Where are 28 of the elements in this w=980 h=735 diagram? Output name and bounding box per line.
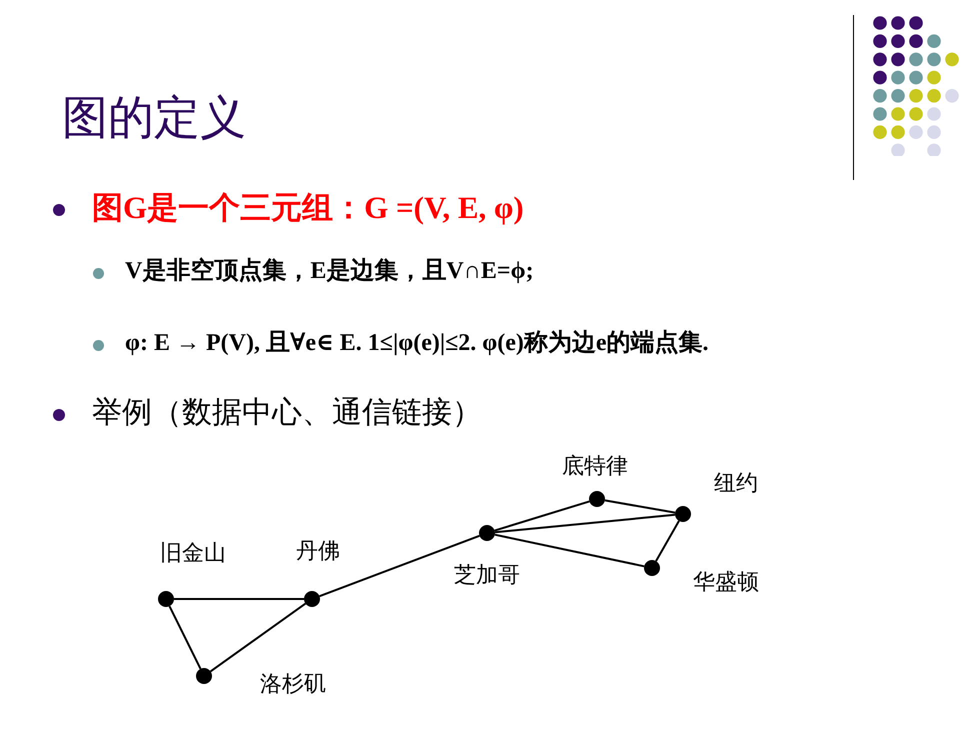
bullet-text: V是非空顶点集，E是边集，且V∩E=ϕ;	[125, 256, 534, 286]
vertex-dot	[196, 668, 212, 684]
vertex-dot	[589, 491, 605, 507]
vertex-dot	[644, 560, 660, 576]
edge-line	[494, 514, 676, 534]
bullet-text: 图G是一个三元组：G =(V, E, φ)	[92, 189, 524, 227]
vertex-dot	[158, 591, 174, 607]
vertex-dot	[304, 591, 320, 607]
vertex-label: 芝加哥	[454, 562, 520, 588]
edge-line	[655, 520, 680, 562]
vertex-label: 纽约	[714, 470, 758, 496]
vertex-dot	[479, 525, 495, 541]
vertex-label: 洛杉矶	[260, 670, 326, 698]
edge-line	[494, 534, 644, 568]
vertex-label: 旧金山	[160, 540, 226, 566]
vertex-dot	[675, 506, 691, 522]
vertex-label: 丹佛	[296, 538, 340, 564]
edge-line	[319, 534, 480, 598]
edge-line	[494, 500, 590, 532]
vertex-label: 底特律	[562, 452, 628, 480]
edge-line	[174, 598, 304, 600]
edge-line	[210, 602, 306, 672]
slide-title: 图的定义	[62, 90, 246, 146]
edge-line	[604, 499, 676, 514]
vertex-label: 华盛顿	[693, 568, 759, 596]
bullet-text: φ: E → P(V), 且∀e∈ E. 1≤|φ(e)|≤2. φ(e)称为边e的端点集.	[125, 328, 709, 358]
bullet-text: 举例（数据中心、通信链接）	[92, 395, 482, 431]
edge-line	[168, 606, 202, 670]
